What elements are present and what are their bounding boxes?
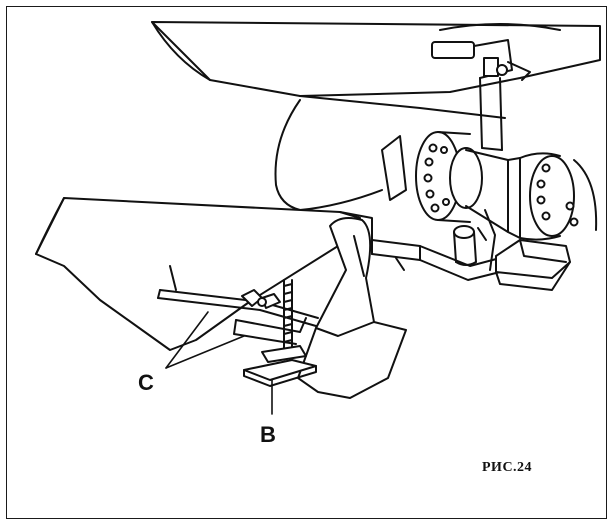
leader-c-upper bbox=[165, 311, 209, 369]
base-clamp-plate bbox=[243, 345, 317, 387]
callout-b: B bbox=[260, 422, 276, 447]
top-bracket bbox=[431, 39, 531, 81]
left-hub-flange bbox=[415, 131, 483, 223]
callout-leaders bbox=[165, 311, 273, 415]
leader-c-lower bbox=[165, 335, 245, 369]
upper-fender-shield bbox=[151, 21, 601, 119]
right-hub-flange bbox=[507, 152, 598, 241]
frame-tube bbox=[381, 77, 503, 201]
right-skid bbox=[495, 239, 571, 291]
figure-label: РИС.24 bbox=[482, 460, 533, 475]
rear-guard bbox=[274, 23, 561, 211]
callout-c: C bbox=[138, 370, 154, 395]
plow-blade bbox=[297, 217, 407, 399]
drive-shaft bbox=[465, 149, 509, 271]
